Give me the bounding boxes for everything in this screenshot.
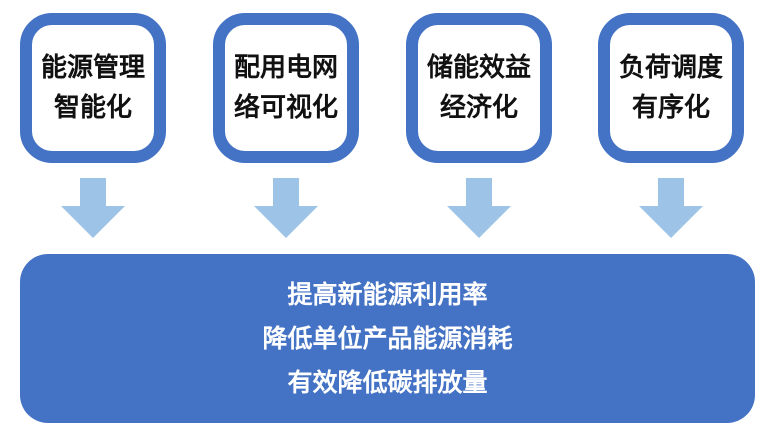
down-arrow-icon bbox=[61, 178, 125, 238]
card-distribution-grid: 配用电网 络可视化 bbox=[213, 13, 359, 163]
down-arrow-icon bbox=[254, 178, 318, 238]
card-line-2: 络可视化 bbox=[233, 93, 338, 123]
down-arrow-icon bbox=[639, 178, 703, 238]
card-line-2: 有序化 bbox=[631, 93, 710, 123]
result-line-consumption: 降低单位产品能源消耗 bbox=[262, 323, 513, 353]
card-line-2: 经济化 bbox=[439, 93, 518, 123]
result-line-carbon: 有效降低碳排放量 bbox=[287, 367, 488, 397]
card-energy-management: 能源管理 智能化 bbox=[20, 13, 166, 163]
down-arrow-icon bbox=[447, 178, 511, 238]
card-line-1: 负荷调度 bbox=[618, 53, 723, 83]
result-line-renewable: 提高新能源利用率 bbox=[287, 279, 488, 309]
card-energy-storage: 储能效益 经济化 bbox=[406, 13, 552, 163]
card-load-dispatch: 负荷调度 有序化 bbox=[598, 13, 744, 163]
card-line-1: 配用电网 bbox=[233, 53, 338, 83]
card-line-2: 智能化 bbox=[53, 93, 132, 123]
card-line-1: 能源管理 bbox=[40, 53, 145, 83]
card-line-1: 储能效益 bbox=[426, 53, 531, 83]
result-box: 提高新能源利用率 降低单位产品能源消耗 有效降低碳排放量 bbox=[20, 254, 755, 423]
